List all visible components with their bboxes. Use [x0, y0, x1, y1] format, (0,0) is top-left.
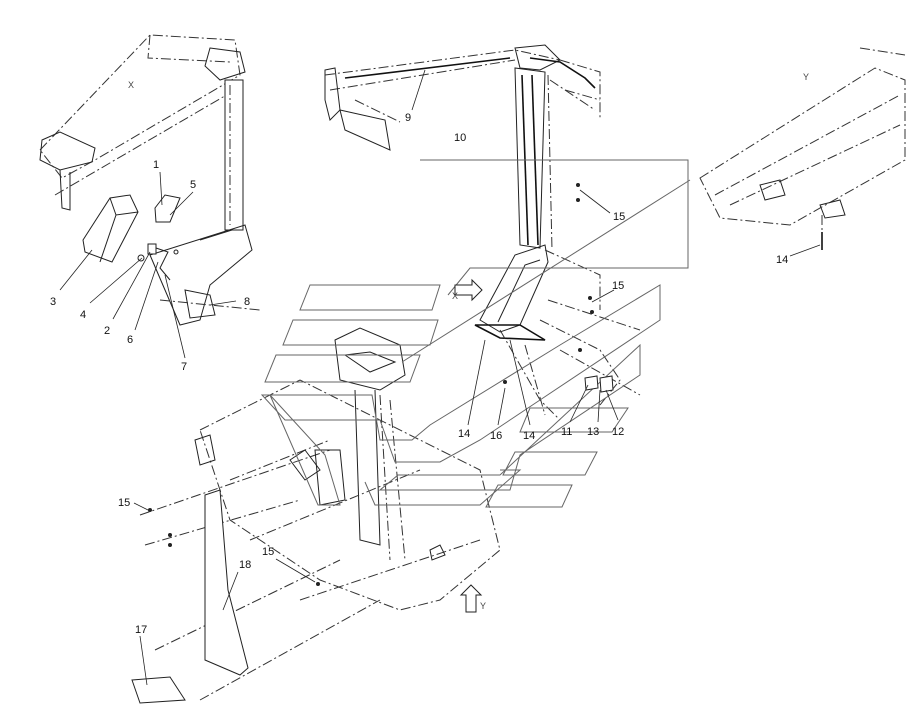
callout-labels: 1 5 3 4 2 6 7 8 9 10 15 15 11 13 12 14 1…: [50, 112, 788, 636]
callout-17: 17: [135, 624, 147, 636]
view-arrow-x-label: X: [452, 291, 458, 301]
callout-16: 16: [490, 430, 502, 442]
callout-14-right: 14: [523, 430, 535, 442]
callout-4: 4: [80, 309, 86, 321]
cover-plate-17: [131, 676, 186, 704]
callout-8: 8: [244, 296, 250, 308]
callout-15-bottom: 15: [262, 546, 274, 558]
trim-panel-18: [204, 489, 249, 676]
callout-10: 10: [454, 132, 466, 144]
callout-15-middle: 15: [612, 280, 624, 292]
callout-13: 13: [587, 426, 599, 438]
view-arrow-y: [459, 584, 483, 613]
view-label-x: X: [128, 80, 134, 90]
view-arrow-y-label: Y: [480, 601, 486, 611]
callout-5: 5: [190, 179, 196, 191]
callout-6: 6: [127, 334, 133, 346]
clip-parts-11-13: [584, 375, 614, 393]
fasteners: [148, 183, 594, 586]
view-arrow-x: [454, 278, 483, 302]
callout-9: 9: [405, 112, 411, 124]
callout-2: 2: [104, 325, 110, 337]
callout-12: 12: [612, 426, 624, 438]
callout-18: 18: [239, 559, 251, 571]
small-parts-group: [137, 243, 179, 281]
callout-14-detail-y: 14: [776, 254, 788, 266]
callout-3: 3: [50, 296, 56, 308]
callout-1: 1: [153, 159, 159, 171]
leader-lines: [59, 69, 821, 686]
lower-frame: [139, 327, 501, 701]
callout-11: 11: [561, 426, 572, 438]
callout-15-left: 15: [118, 497, 130, 509]
main-cab-frame: [324, 44, 641, 421]
callout-14-left: 14: [458, 428, 470, 440]
detail-y-frame: [699, 47, 906, 250]
callout-15-upper: 15: [613, 211, 625, 223]
cover-part-3: [82, 194, 139, 263]
detail-x-frame: [39, 34, 261, 326]
panel-outlines: [260, 159, 691, 508]
callout-7: 7: [181, 361, 187, 373]
view-label-y: Y: [803, 72, 809, 82]
